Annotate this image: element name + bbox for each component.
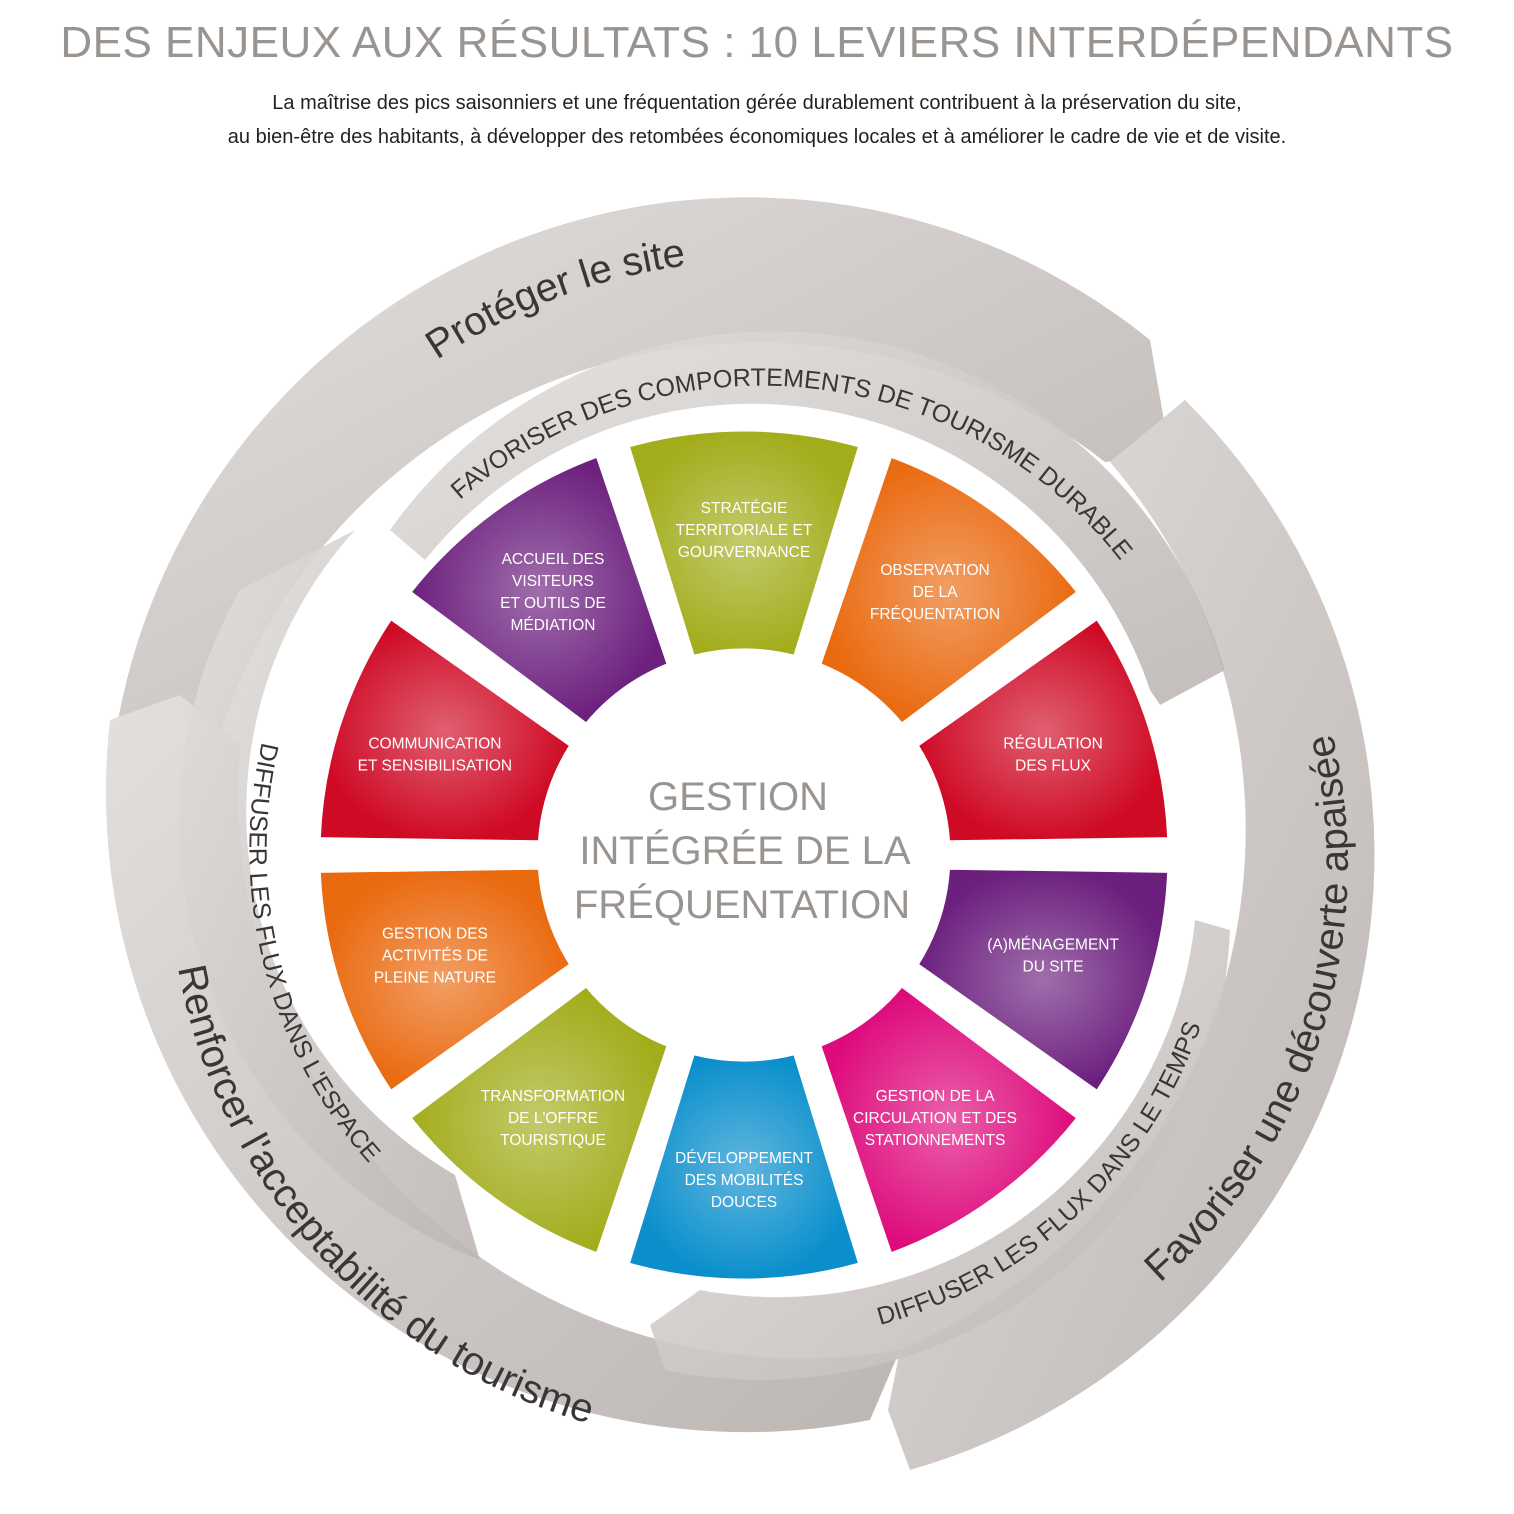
lever-segment: ACCUEIL DES VISITEURS ET OUTILS DE MÉDIATIO… [408,454,670,726]
lever-label-line: (A)MÉNAGEMENT [987,936,1119,953]
inner-ring-arrows [179,331,1230,1380]
lever-segment: STRATÉGIE TERRITORIALE ET GOURVERNANCE [626,428,862,658]
lever-label-line: DE LA [913,584,958,601]
inner-arrow-left [179,530,480,1260]
lever-label-line: GESTION DES [382,925,488,942]
outer-ring-arrows [105,197,1375,1470]
lever-label-line: MÉDIATION [510,617,595,634]
lever-segment-highlight [819,985,1078,1254]
lever-segment-highlight [410,456,669,725]
lever-label-line: OBSERVATION [880,562,989,579]
lever-label-line: ET OUTILS DE [500,595,606,612]
lever-label-line: DÉVELOPPEMENT [675,1150,813,1167]
lever-label-line: ACCUEIL DES [502,551,605,568]
lever-label-line: ACTIVITÉS DE [382,947,488,964]
lever-segment-highlight [917,618,1169,842]
lever-label-line: DU SITE [1023,958,1084,975]
subtitle-line-2: au bien-être des habitants, à développer… [227,126,1287,148]
lever-segment: OBSERVATION DE LA FRÉQUENTATION [818,454,1080,726]
lever-label-line: DES FLUX [1015,758,1091,775]
lever-label-line: GOURVERNANCE [678,544,810,561]
lever-segment: (A)MÉNAGEMENT DU SITE [915,866,1171,1093]
lever-label-line: FRÉQUENTATION [870,606,1000,623]
lever-segment: RÉGULATION DES FLUX [915,617,1171,844]
lever-label-line: TERRITORIALE ET [676,522,813,539]
lever-label-line: RÉGULATION [1003,736,1103,753]
center-title-line-2: INTÉGRÉE DE LA [579,828,911,873]
lever-label-line: STRATÉGIE [701,500,788,517]
lever-segment: TRANSFORMATION DE L'OFFRE TOURISTIQUE [408,984,670,1256]
lever-label-line: TRANSFORMATION [481,1088,625,1105]
lever-label-line: GESTION DE LA [876,1088,996,1105]
inner-arrow-top [390,331,1225,705]
lever-segment-highlight [917,868,1169,1092]
lever-label-line: PLEINE NATURE [374,969,496,986]
lever-segment-highlight [410,985,669,1254]
lever-segment-highlight [319,868,571,1092]
lever-label-line: CIRCULATION ET DES [853,1110,1017,1127]
inner-arrow-right [650,920,1230,1380]
center-title-line-1: GESTION [648,775,828,819]
center-title-line-3: FRÉQUENTATION [574,882,910,927]
outer-arrow-left [105,695,900,1433]
lever-label-line: VISITEURS [512,573,594,590]
lever-segment: COMMUNICATION ET SENSIBILISATION [317,617,573,844]
lever-label-line: DE L'OFFRE [508,1110,598,1127]
lever-label-line: COMMUNICATION [368,736,501,753]
lever-label-line: ET SENSIBILISATION [358,758,512,775]
page-title: DES ENJEUX AUX RÉSULTATS : 10 LEVIERS IN… [60,18,1454,67]
lever-segment-highlight [628,1053,860,1280]
outer-arrow-right [888,400,1375,1470]
lever-segment-highlight [628,429,860,657]
lever-label-line: TOURISTIQUE [500,1132,606,1149]
lever-segment: GESTION DES ACTIVITÉS DE PLEINE NATURE [317,866,573,1093]
lever-segment-highlight [319,618,571,842]
subtitle-line-1: La maîtrise des pics saisonniers et une … [272,92,1242,114]
lever-label-line: STATIONNEMENTS [865,1132,1006,1149]
lever-segment-highlight [819,456,1078,725]
outer-arrow-top [118,197,1170,750]
lever-segment: GESTION DE LA CIRCULATION ET DES STATIONNE… [818,984,1080,1256]
lever-label-line: DES MOBILITÉS [685,1172,804,1189]
center-title: GESTION INTÉGRÉE DE LA FRÉQUENTATION [574,775,911,927]
lever-segment: DÉVELOPPEMENT DES MOBILITÉS DOUCES [626,1052,862,1282]
lever-label-line: DOUCES [711,1194,777,1211]
lever-segments: STRATÉGIE TERRITORIALE ET GOURVERNANCE OBSE… [317,428,1171,1282]
